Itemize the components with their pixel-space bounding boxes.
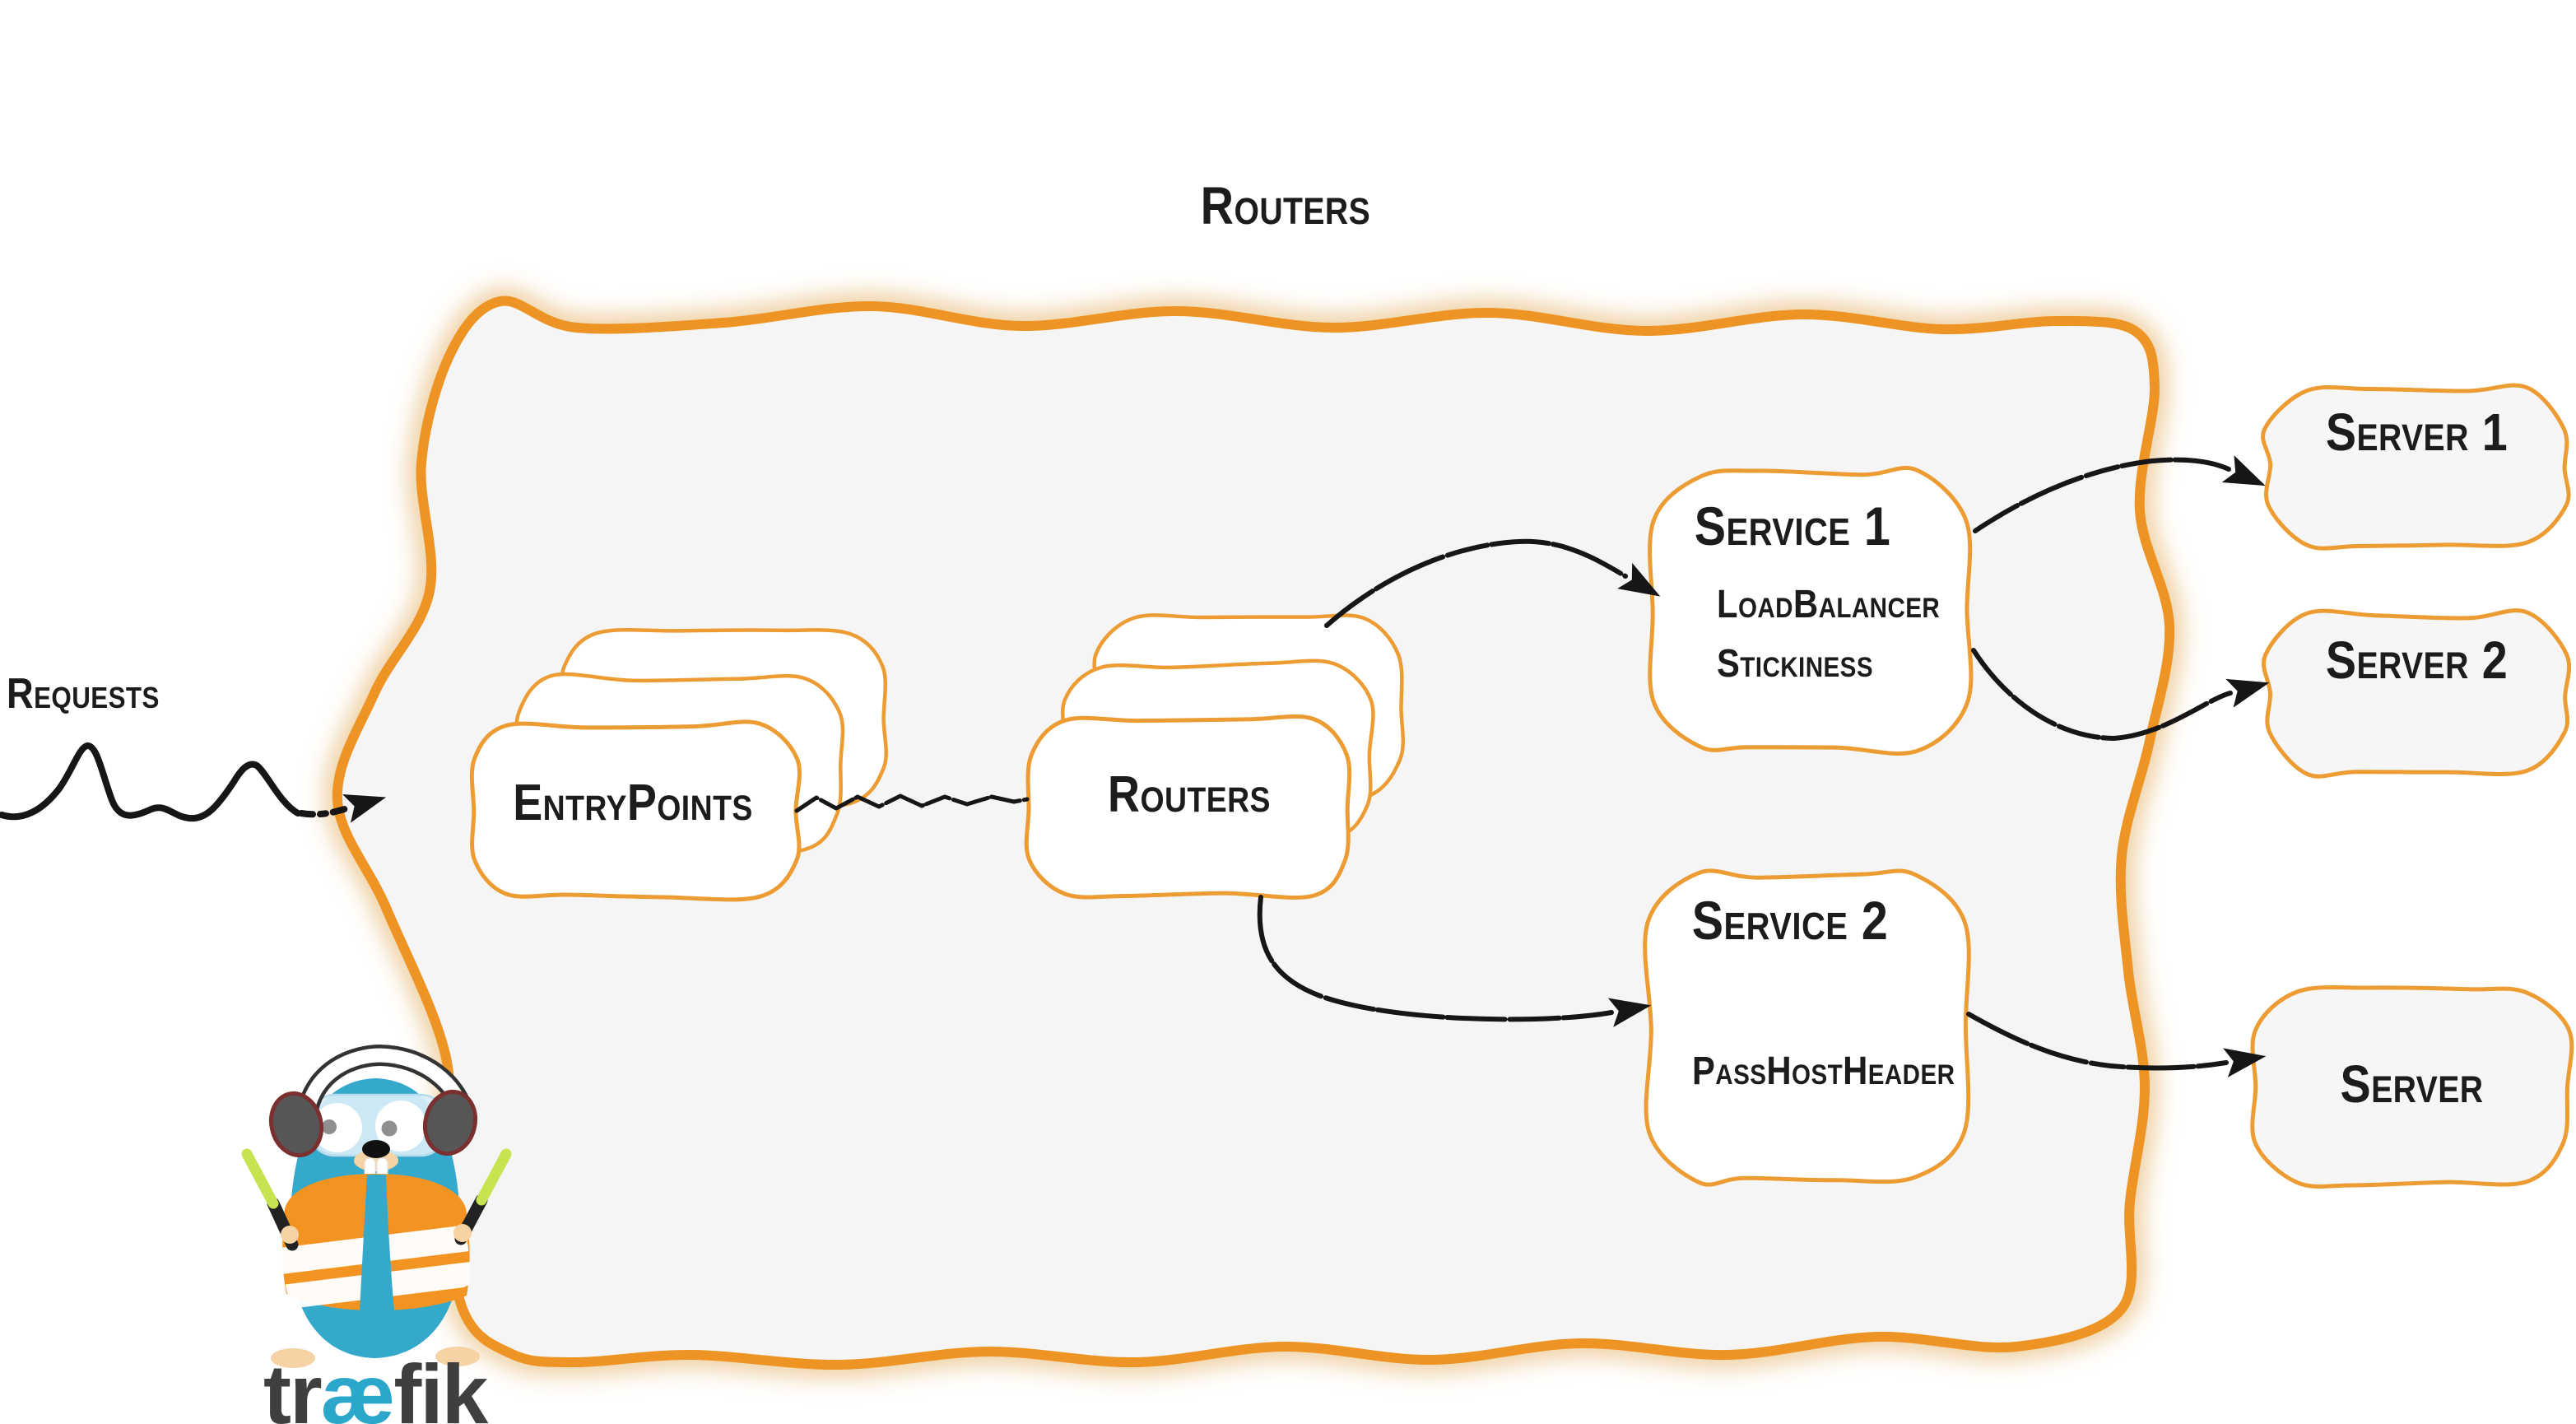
gopher-left-foot — [271, 1348, 315, 1368]
left-glow-stick — [241, 1148, 279, 1209]
gopher-nose — [362, 1140, 390, 1158]
wordmark-ae: æ — [320, 1347, 396, 1424]
server1-label: Server 1 — [2325, 403, 2509, 462]
requests-arrow-wave — [0, 742, 301, 822]
gopher-left-pupil — [322, 1119, 337, 1134]
entrypoints-to-routers-link — [794, 793, 1030, 813]
diagram-cards — [469, 383, 2574, 1189]
service1-title: Service 1 — [1694, 496, 1891, 556]
traefik-gopher-logo — [241, 1044, 512, 1368]
service2-to-server-arrow — [1966, 1012, 2267, 1077]
requests-label: Requests — [7, 670, 160, 718]
service1-to-server1-arrow — [1973, 455, 2266, 533]
wordmark-fik: fik — [393, 1347, 488, 1424]
service1-to-server2-arrow — [1971, 648, 2270, 742]
headphones-left-cup — [268, 1091, 324, 1158]
gopher-right-eye — [375, 1101, 426, 1152]
headphones-band — [299, 1048, 472, 1125]
gopher-right-hand — [453, 1224, 472, 1242]
entrypoints-label: EntryPoints — [513, 775, 753, 831]
gopher-right-foot — [435, 1347, 480, 1366]
server1-box — [2261, 383, 2571, 551]
service1-box — [1648, 465, 1974, 756]
diagram-title: Routers — [1200, 176, 1371, 235]
service2-title: Service 2 — [1691, 890, 1889, 951]
server3-label: Server — [2340, 1054, 2484, 1114]
entrypoints-card-front — [469, 719, 802, 902]
gopher-left-eye — [313, 1103, 362, 1152]
service2-box — [1643, 868, 1971, 1187]
routers-to-service2-arrow — [1257, 895, 1652, 1027]
traefik-wordmark: træfik — [263, 1347, 488, 1424]
routers-card-front — [1024, 714, 1352, 900]
right-glow-stick — [476, 1148, 512, 1206]
routers-card-label: Routers — [1108, 766, 1271, 823]
service2-passhostheader: PassHostHeader — [1692, 1049, 1955, 1093]
wordmark-tr: tr — [263, 1347, 323, 1424]
server3-box — [2250, 985, 2574, 1189]
routers-to-service1-arrow — [1324, 538, 1661, 628]
requests-arrow-head — [298, 793, 387, 823]
server2-box — [2262, 608, 2572, 779]
server2-label: Server 2 — [2325, 631, 2509, 690]
vest-center-gap — [360, 1175, 394, 1310]
gopher-left-hand — [281, 1226, 299, 1244]
headphones-right-cup — [422, 1089, 478, 1156]
gopher-right-pupil — [381, 1120, 398, 1137]
service1-stickiness: Stickiness — [1717, 642, 1873, 686]
service1-loadbalancer: LoadBalancer — [1717, 583, 1941, 626]
flow-arrows — [0, 455, 2270, 1077]
